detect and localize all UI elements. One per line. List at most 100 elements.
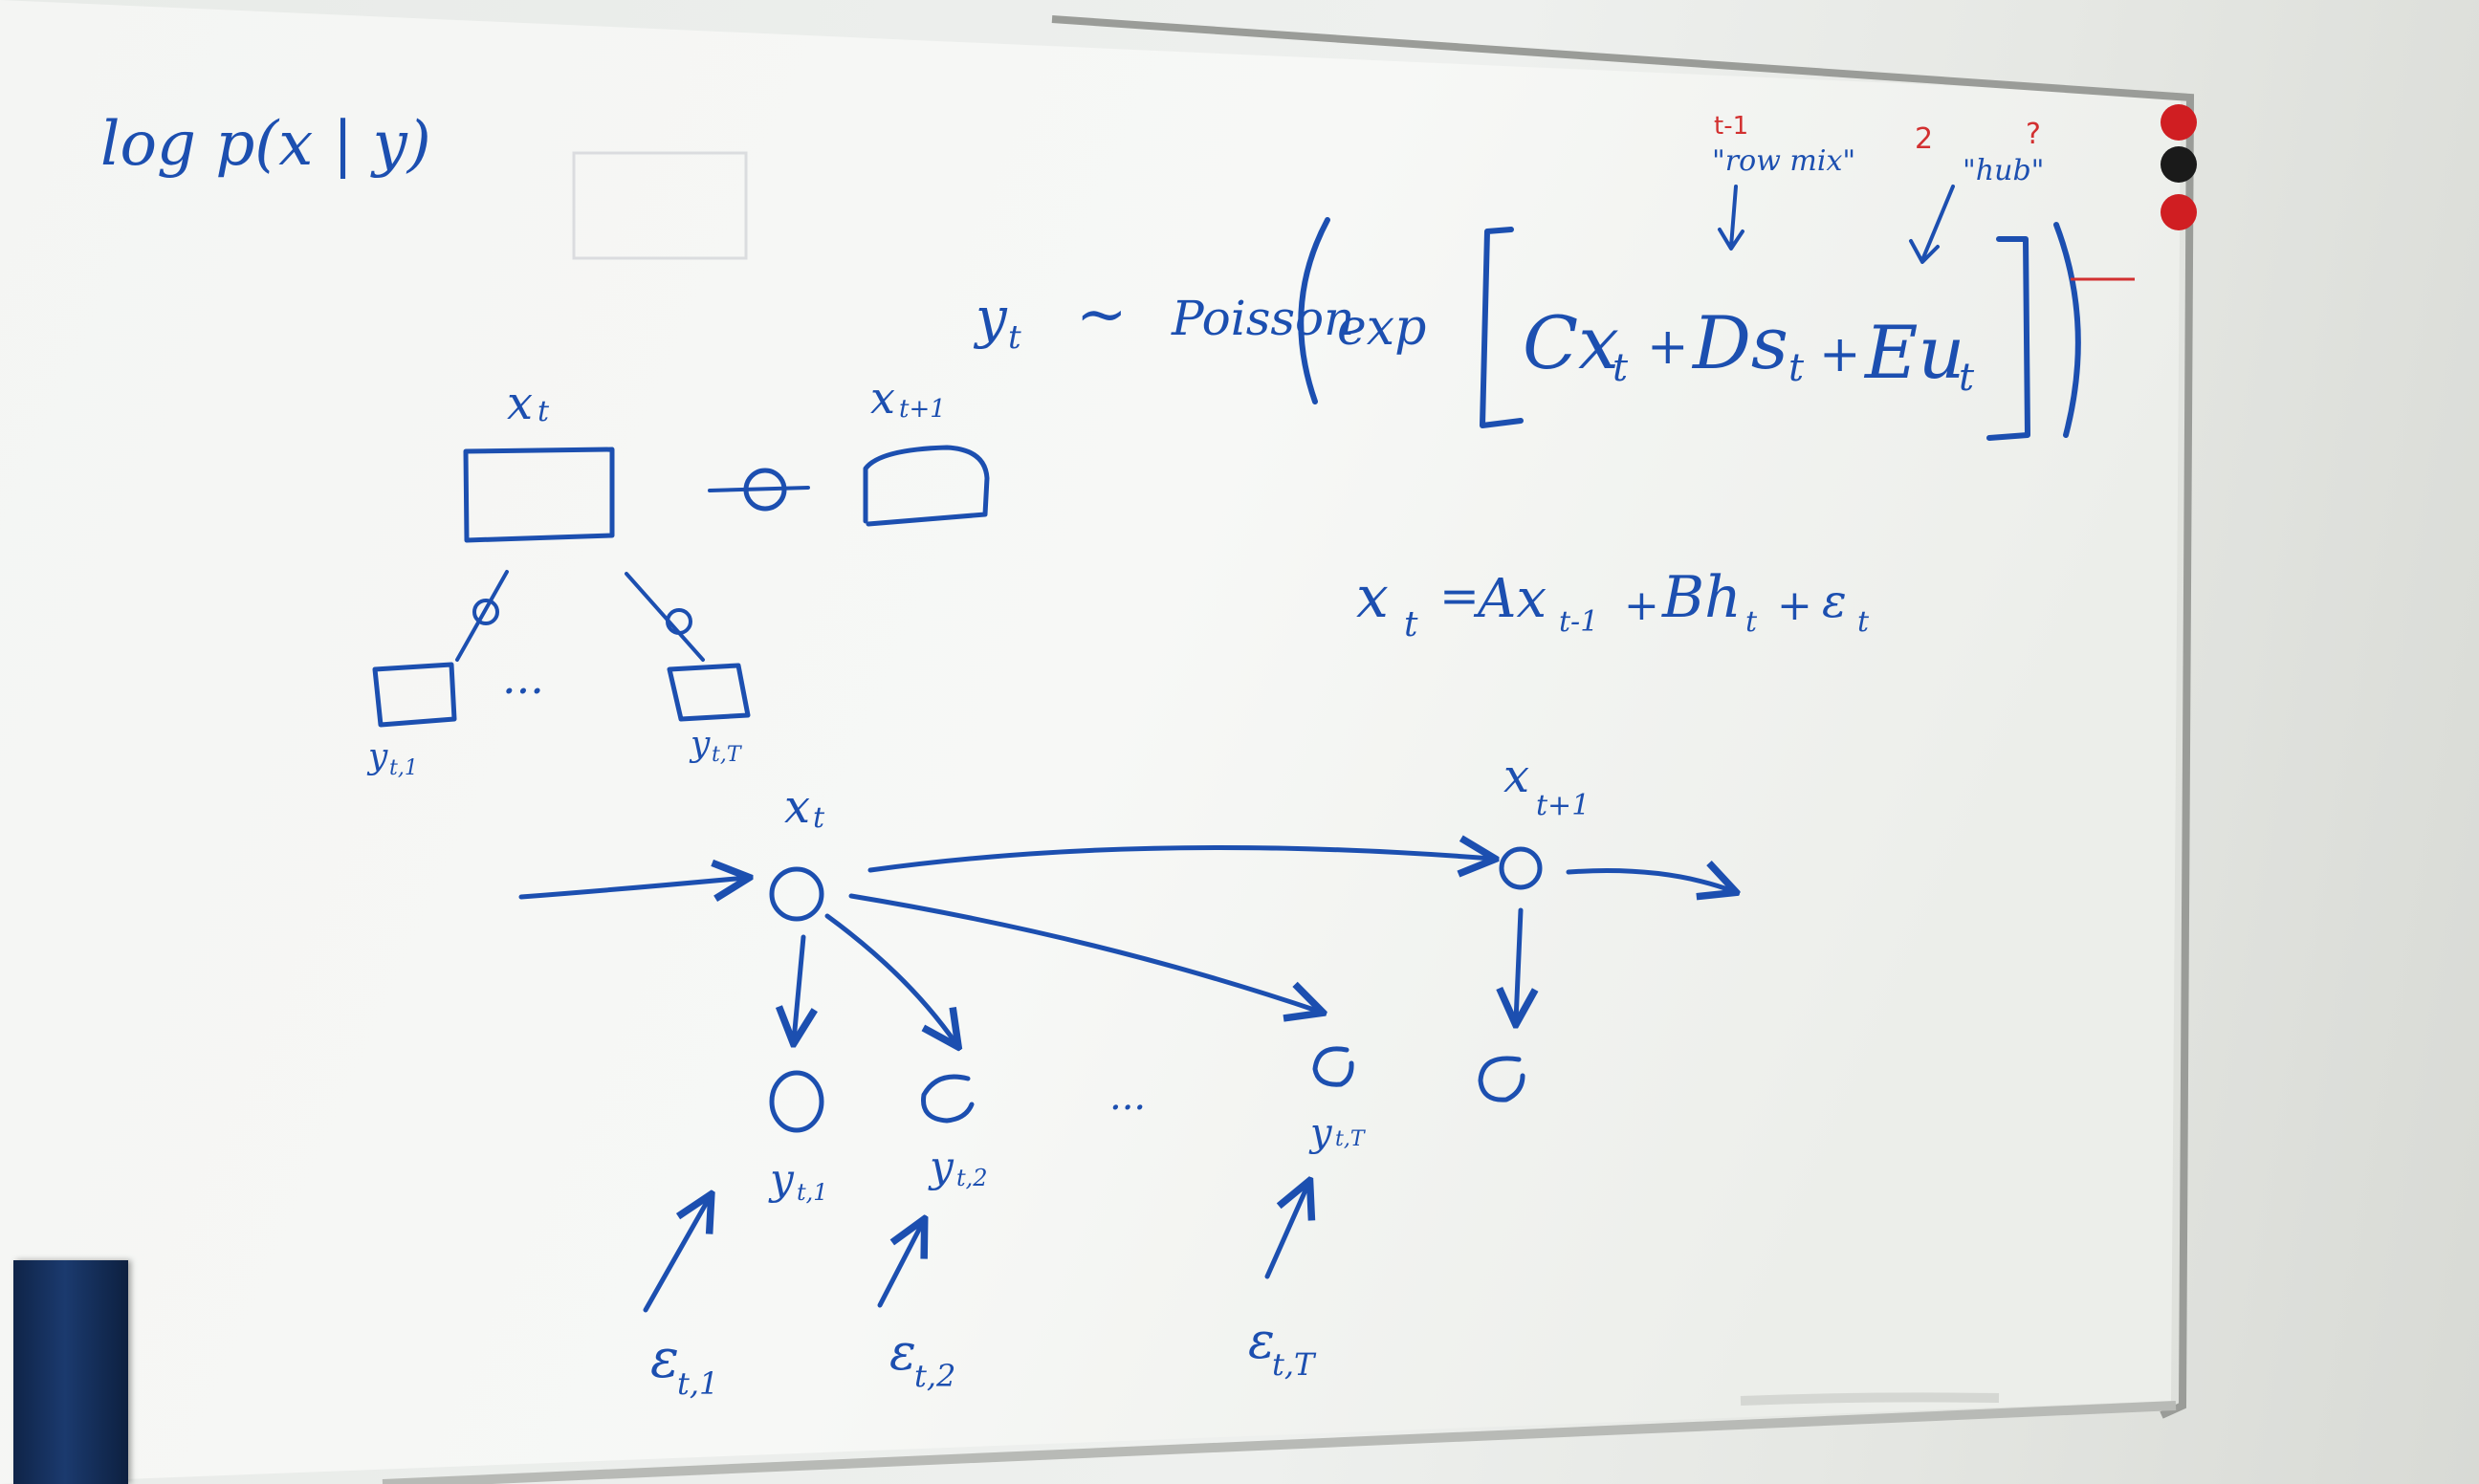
bg-e1-sub: t,1 <box>677 1365 718 1402</box>
sg-factor-right <box>666 608 692 635</box>
eq-y: y <box>973 285 1008 350</box>
eq-plus-1: + <box>1647 318 1689 376</box>
eq-eu-sub: t <box>1959 356 1975 400</box>
anno-red-left: t-1 <box>1714 112 1748 141</box>
sg-factor-left <box>472 599 499 625</box>
sg-y-left-label: y <box>366 737 388 776</box>
bg-edge-y1 <box>794 934 803 1040</box>
bg-yT-sub: t,T <box>1335 1127 1367 1151</box>
anno-hub: "hub" <box>1963 154 2044 187</box>
anno-red-q: ? <box>2026 118 2041 151</box>
bg-eT-sub: t,T <box>1272 1346 1317 1383</box>
sg-y-left-box <box>372 662 457 728</box>
marker-tray <box>382 1401 2177 1484</box>
bg-noise-arrow-3 <box>1264 1184 1308 1279</box>
bg-node-y1 <box>769 1070 824 1133</box>
small-graph: x t x t+1 ... y t,1 y t,T <box>366 372 990 780</box>
bg-edge-in <box>518 878 746 897</box>
bg-dots: ... <box>1109 1075 1146 1119</box>
anno-arrow-left <box>1718 185 1744 251</box>
bg-node-y2 <box>921 1074 975 1124</box>
eq-exp: exp <box>1337 299 1426 357</box>
bg-xt-label: x <box>784 780 810 834</box>
anno-red-right: 2 <box>1915 122 1933 156</box>
sg-x2-label: x <box>870 372 895 424</box>
bg-node-yT <box>1312 1046 1354 1087</box>
bg-edge-xt-xt1 <box>867 847 1492 870</box>
bg-y1-label: y <box>768 1155 795 1204</box>
st-bh-sub: t <box>1745 605 1758 639</box>
eq-bracket-open <box>1480 227 1524 428</box>
sg-x-sub: t <box>537 395 550 428</box>
ghost-erased-mark <box>572 151 748 260</box>
eq-y-sub: t <box>1008 318 1021 357</box>
sg-x-label: x <box>507 377 533 430</box>
st-eps: ε <box>1822 575 1847 628</box>
eq-eu: Eu <box>1863 310 1964 395</box>
eq-bracket-close <box>1986 236 2030 441</box>
sg-x2-sub: t+1 <box>899 395 946 424</box>
bg-node-xt <box>769 866 824 922</box>
whiteboard <box>0 0 2181 1484</box>
sg-edge-left <box>455 570 509 662</box>
bg-edge-out <box>1566 871 1733 891</box>
bg-node-yT1 <box>1478 1056 1525 1102</box>
st-plus-a: + <box>1624 581 1659 630</box>
sg-edge-right <box>625 572 705 662</box>
st-ax: Ax <box>1473 568 1547 630</box>
st-ax-sub: t-1 <box>1559 605 1598 639</box>
eq-poisson: Poisson <box>1171 291 1354 346</box>
bg-noise-arrow-1 <box>643 1197 710 1313</box>
anno-arrow-right <box>1909 185 1955 264</box>
bg-edge-xt1-y <box>1516 907 1521 1021</box>
eq-ds-sub: t <box>1788 346 1805 390</box>
bg-node-xt1 <box>1499 846 1543 890</box>
st-eq: = <box>1439 568 1480 623</box>
bg-y2-label: y <box>928 1143 954 1191</box>
bg-yT-label: y <box>1308 1111 1333 1155</box>
anno-row-mix: "row mix" <box>1712 144 1855 178</box>
eq-tilde: ~ <box>1076 279 1128 350</box>
bg-y2-sub: t,2 <box>956 1165 988 1191</box>
st-x-sub: t <box>1404 605 1418 644</box>
sg-y-right-label: y <box>689 725 711 764</box>
st-eps-sub: t <box>1857 605 1870 639</box>
red-magnet-top <box>2161 104 2197 141</box>
eq-plus-2: + <box>1819 326 1861 383</box>
eq-paren-open <box>1298 217 1330 404</box>
eq-ds: Ds <box>1691 300 1788 385</box>
bg-edge-yT <box>848 893 1320 1012</box>
eq-cx: Cx <box>1523 300 1619 385</box>
big-graph: x t x t+1 ... y t,1 y t,2 y t,T ε t,1 <box>518 750 1733 1402</box>
smudge-bottom <box>1740 1392 2000 1406</box>
sg-x2-box <box>863 445 990 527</box>
bg-xt-sub: t <box>813 801 825 835</box>
bg-e1-label: ε <box>650 1328 679 1390</box>
st-bh: Bh <box>1661 564 1742 631</box>
poisson-equation: y t ~ Poisson exp Cx t + Ds t + Eu t "ro… <box>973 112 2135 441</box>
bg-xt1-label: x <box>1503 750 1529 803</box>
book-spine <box>13 1260 128 1484</box>
bg-e2-label: ε <box>889 1324 916 1382</box>
sg-x-box <box>463 447 615 543</box>
sg-y-right-sub: t,T <box>712 743 743 767</box>
sg-y-right-box <box>667 663 751 722</box>
st-x: x <box>1356 564 1389 631</box>
bg-edge-y2 <box>824 913 956 1044</box>
black-magnet <box>2161 146 2197 183</box>
red-magnet-bottom <box>2161 194 2197 230</box>
sg-y-left-sub: t,1 <box>389 756 418 780</box>
bg-noise-arrow-2 <box>877 1222 923 1308</box>
bg-e2-sub: t,2 <box>914 1358 955 1394</box>
bg-eT-label: ε <box>1248 1313 1275 1370</box>
sg-factor-line <box>708 486 810 492</box>
st-plus-b: + <box>1777 581 1812 630</box>
eq-cx-sub: t <box>1612 346 1629 390</box>
bg-y1-sub: t,1 <box>797 1179 828 1206</box>
eq-paren-close <box>2053 222 2081 438</box>
sg-dots: ... <box>502 652 544 704</box>
bg-xt1-sub: t+1 <box>1536 789 1590 822</box>
state-equation: x t = Ax t-1 ε + Bh t + ε t <box>1356 564 1870 644</box>
log-likelihood-text: log p(x | y) <box>100 109 431 180</box>
